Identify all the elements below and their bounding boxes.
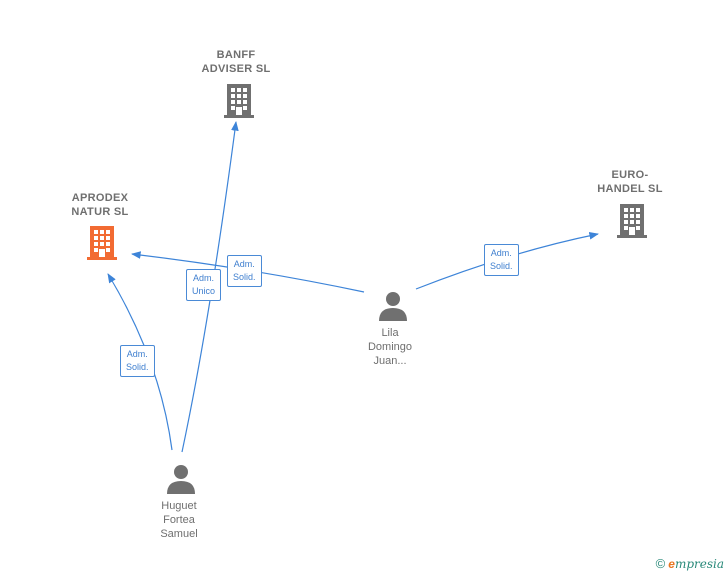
person-icon[interactable] <box>379 292 407 321</box>
edge-label-lila-euro[interactable]: Adm. Solid. <box>484 244 519 276</box>
person-label-huguet[interactable]: Huguet Fortea Samuel <box>160 500 198 540</box>
building-icon[interactable] <box>617 204 647 238</box>
edge-label-lila-aprodex[interactable]: Adm. Solid. <box>227 255 262 287</box>
building-icon[interactable] <box>224 84 254 118</box>
person-label-lila[interactable]: Lila Domingo Juan... <box>367 327 413 367</box>
company-label-banff[interactable]: BANFF ADVISER SL <box>201 49 271 75</box>
copyright-brand: ©empresia <box>656 556 724 571</box>
company-label-euro-handel[interactable]: EURO- HANDEL SL <box>597 169 663 195</box>
company-label-aprodex[interactable]: APRODEX NATUR SL <box>71 192 129 218</box>
copyright-icon: © <box>655 556 666 571</box>
brand-logo-e: e <box>668 557 675 571</box>
edge-label-huguet-aprodex[interactable]: Adm. Solid. <box>120 345 155 377</box>
person-icon[interactable] <box>167 465 195 494</box>
edge-label-huguet-banff[interactable]: Adm. Unico <box>186 269 222 301</box>
edge-huguet-banff <box>181 121 239 453</box>
building-icon-highlight[interactable] <box>87 226 117 260</box>
brand-name: mpresia <box>674 557 724 571</box>
